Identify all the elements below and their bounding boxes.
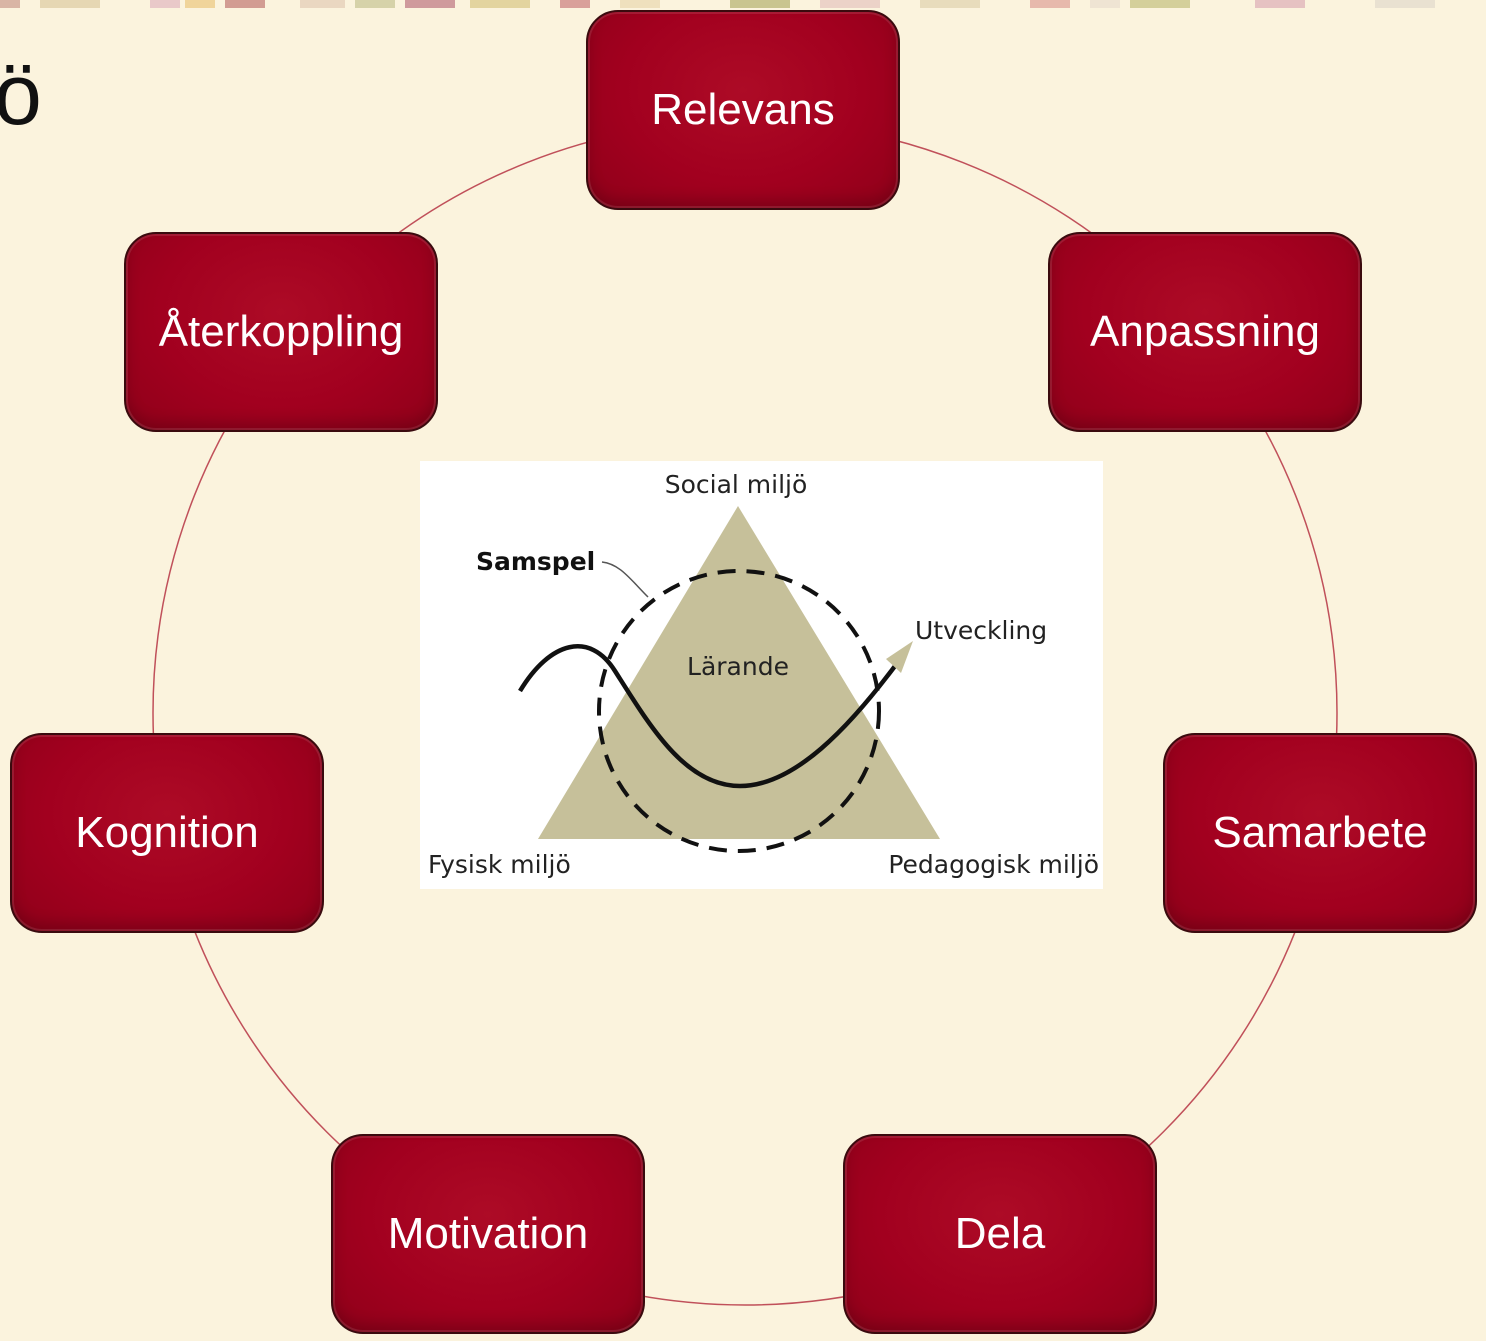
node-label: Återkoppling (158, 307, 404, 356)
learning-environment-figure: Social miljö Samspel Utveckling Lärande … (420, 461, 1103, 889)
node-kognition: Kognition (10, 733, 324, 933)
node-label: Motivation (387, 1209, 589, 1258)
samspel-pointer (601, 561, 649, 598)
label-social-miljo: Social miljö (665, 470, 808, 499)
node-label: Dela (954, 1209, 1046, 1258)
interaction-circle (597, 569, 881, 853)
node-dela: Dela (843, 1134, 1157, 1334)
slide-title-fragment: ö (0, 47, 42, 143)
decorative-top-strip (0, 0, 1486, 8)
node-relevans: Relevans (586, 10, 900, 210)
label-samspel: Samspel (476, 547, 595, 576)
label-fysisk-miljo: Fysisk miljö (428, 850, 571, 879)
node-aterkoppling: Återkoppling (124, 232, 438, 432)
node-anpassning: Anpassning (1048, 232, 1362, 432)
node-samarbete: Samarbete (1163, 733, 1477, 933)
label-larande: Lärande (687, 652, 789, 681)
node-motivation: Motivation (331, 1134, 645, 1334)
node-label: Kognition (75, 808, 259, 857)
label-utveckling: Utveckling (915, 616, 1047, 645)
development-arrow-icon (886, 641, 913, 673)
node-label: Anpassning (1090, 307, 1320, 356)
environment-triangle (538, 506, 940, 839)
label-pedagogisk-miljo: Pedagogisk miljö (888, 850, 1099, 879)
node-label: Samarbete (1212, 808, 1428, 857)
development-curve (518, 644, 897, 789)
node-label: Relevans (651, 85, 835, 134)
